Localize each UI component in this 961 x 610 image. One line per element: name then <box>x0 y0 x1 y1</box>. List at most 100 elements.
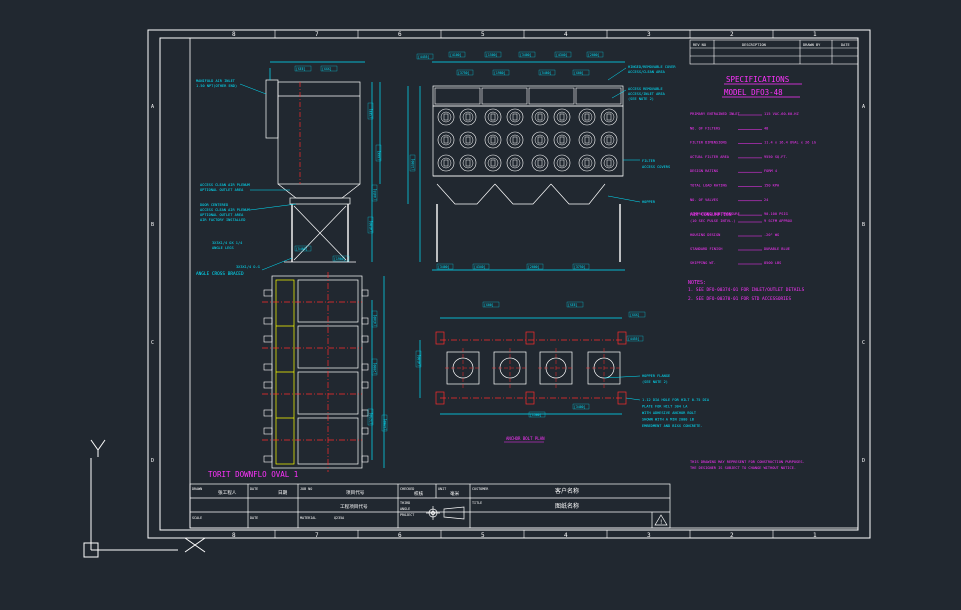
callout-anchor-note: EMBEDMENT AND BIXX CONCRETE. <box>642 424 703 428</box>
svg-text:[1980]: [1980] <box>383 418 387 430</box>
dimension-label: [3750] <box>367 408 374 426</box>
callout-door-centered: AIR FACTORY INSTALLED <box>200 218 245 222</box>
rev-header-date: DATE <box>841 43 850 47</box>
svg-text:[3750]: [3750] <box>458 71 470 75</box>
filter-cartridge <box>437 131 455 149</box>
note-2: 2. SEE DFO-00370-01 FOR STD ACCESSORIES <box>688 296 791 302</box>
tb-customer-value: 客户名称 <box>555 487 579 495</box>
svg-text:[SEE]: [SEE] <box>296 67 306 71</box>
top-plan-view <box>262 272 385 472</box>
air-row-label: SHIPPING WT. <box>690 261 716 265</box>
svg-text:[5460]: [5460] <box>296 247 308 251</box>
dimension-label: [XXX] <box>320 65 338 72</box>
filter-cartridge <box>531 131 549 149</box>
row-letter-right: D <box>862 458 865 464</box>
dimension-label: [1500] <box>484 51 502 58</box>
svg-text:[4455]: [4455] <box>628 337 640 341</box>
dimension-label: [XXX] <box>628 311 646 318</box>
tb-date-label: DATE <box>250 487 258 491</box>
col-number-bottom: 6 <box>398 532 402 539</box>
dimension-label: [4100] <box>367 216 374 234</box>
anchor-bolt-plan <box>419 317 627 415</box>
anchor-hopper-flanges <box>445 348 622 388</box>
filter-cartridge <box>600 108 618 126</box>
dimension-labels: [SEE] [XXX] [4455] [4100] [1500] [3400] [4340… <box>294 51 646 432</box>
dimension-label: [3750] <box>456 69 474 76</box>
tb-title-label: TITLE <box>472 501 482 505</box>
air-row-label: (10 SEC PULSE INTVL.) <box>690 219 735 223</box>
svg-text:[XXX]: [XXX] <box>322 67 332 71</box>
callout-door-centered: DOOR CENTERED <box>200 203 228 207</box>
filter-cartridge <box>531 108 549 126</box>
svg-text:[4340]: [4340] <box>373 314 377 326</box>
notes-heading: NOTES: <box>688 280 706 286</box>
svg-text:[XXX]: [XXX] <box>630 313 640 317</box>
spec-row-value: 24 <box>764 198 768 202</box>
col-number-top: 1 <box>813 31 817 38</box>
col-number-top: 7 <box>315 31 319 38</box>
ucs-axis-icon[interactable] <box>83 439 206 558</box>
svg-text:[SEE]: [SEE] <box>369 108 373 118</box>
spec-row-label: COMPRESSED AIR PRESSURE <box>690 212 740 216</box>
callout-door-centered: OPTIONAL OUTLET AREA <box>200 213 244 217</box>
col-number-bottom: 7 <box>315 532 319 539</box>
dimension-label: [3400] <box>436 263 454 270</box>
spec-row-label: NO. OF VALVES <box>690 198 718 202</box>
dimension-label: [SEE] <box>566 301 584 308</box>
row-letter-right: A <box>862 104 865 110</box>
tb-third-angle-line: ANGLE <box>400 507 410 511</box>
spec-row-label: FILTER DIMENSIONS <box>690 141 727 145</box>
spec-row-value: FORM 4 <box>764 169 777 173</box>
dimension-label: [1980] <box>332 255 350 262</box>
spec-row-label: TOTAL LOAD RATING <box>690 184 727 188</box>
col-number-bottom: 2 <box>730 532 734 539</box>
col-number-top: 6 <box>398 31 402 38</box>
air-row-label: STANDARD FINISH <box>690 247 722 251</box>
tb-material-label: MATERIAL <box>300 516 316 520</box>
spec-row-label: DESIGN RATING <box>690 169 718 173</box>
tb-customer-label: CUSTOMER <box>472 487 489 491</box>
dimension-label: [1500] <box>528 411 546 418</box>
callout-angle-spec: 3X3X1/4 O-G <box>236 265 260 269</box>
disclaimer-line: THIS DRAWING MAY REPRESENT FOR CONSTRUCT… <box>690 460 805 464</box>
svg-text:[4340]: [4340] <box>556 53 568 57</box>
disclaimer-line: THE DESIGNER IS SUBJECT TO CHANGE WITHOU… <box>690 466 796 470</box>
dimension-label: [1980] <box>492 69 510 76</box>
col-number-top: 3 <box>647 31 651 38</box>
dimension-label: [1500] <box>409 154 416 172</box>
callout-filter-covers: FILTER <box>642 159 656 163</box>
svg-text:[3400]: [3400] <box>438 265 450 269</box>
dimension-label: [4100] <box>448 51 466 58</box>
callout-access-cover: ACCESS REMOVABLE <box>628 87 663 91</box>
svg-text:[1500]: [1500] <box>530 413 542 417</box>
col-number-bottom: 5 <box>481 532 485 539</box>
col-number-bottom: 4 <box>564 532 568 539</box>
tb-third-angle-line: PROJECT <box>400 513 414 517</box>
spec-row-value: 115 VAC-60-60-HZ <box>764 112 799 116</box>
rev-header-no: REV NO <box>693 43 706 47</box>
callout-access-cover: (SEE NOTE 2) <box>628 97 654 101</box>
callout-hopper-flange: HOPPER FLANGE <box>642 374 670 378</box>
filter-cartridge <box>484 108 502 126</box>
svg-text:[1500]: [1500] <box>411 158 415 170</box>
svg-text:[3400]: [3400] <box>520 53 532 57</box>
col-number-top: 8 <box>232 31 236 38</box>
spec-model: MODEL DFO3-48 <box>724 88 783 97</box>
title-block-text: DRAWN 张工程人 DATE 日期 JOB NO 项目代号 CHECKED 校… <box>192 487 579 520</box>
dimension-label: [X00] <box>482 301 500 308</box>
dimension-label: [2000] <box>526 263 544 270</box>
dimension-label: [1980] <box>381 414 388 432</box>
callout-access-clean: OPTIONAL OUTLET AREA <box>200 188 244 192</box>
tb-third-angle: THIRD <box>400 501 410 505</box>
filter-cartridge <box>459 108 477 126</box>
dimension-label: [3750] <box>572 263 590 270</box>
air-row-value: -20" WG <box>764 233 779 237</box>
col-number-bottom: 1 <box>813 532 817 539</box>
tb-material-value: Q235A <box>334 516 344 520</box>
dimension-label: [5460] <box>294 245 312 252</box>
col-number-top: 5 <box>481 31 485 38</box>
